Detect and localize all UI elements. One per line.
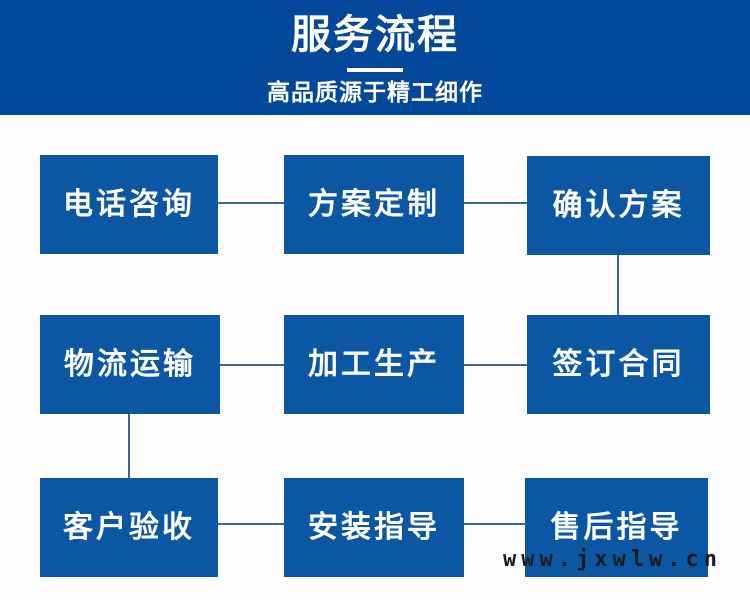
flow-step-customer-acceptance: 客户验收 xyxy=(40,478,218,577)
connector-phone-to-plan xyxy=(218,202,284,204)
watermark-url: www.jxwlw.cn xyxy=(503,547,722,572)
connector-logistics-to-acceptance xyxy=(128,414,130,478)
flow-step-contract-signing: 签订合同 xyxy=(527,315,710,414)
flow-step-processing-production: 加工生产 xyxy=(284,315,464,414)
flow-step-plan-confirmation: 确认方案 xyxy=(527,156,710,255)
connector-installation-to-aftersales xyxy=(464,523,527,525)
title-divider xyxy=(347,67,403,72)
connector-plan-to-confirmation xyxy=(464,202,527,204)
connector-confirmation-to-contract xyxy=(617,255,619,315)
flow-step-after-sales-guidance: 售后指导 xyxy=(525,478,708,577)
connector-acceptance-to-installation xyxy=(218,523,284,525)
header-banner: 服务流程 高品质源于精工细作 xyxy=(0,0,750,115)
flow-step-phone-consultation: 电话咨询 xyxy=(40,155,218,254)
page-title: 服务流程 xyxy=(291,11,459,58)
flow-step-plan-customization: 方案定制 xyxy=(284,155,464,254)
connector-contract-to-production xyxy=(464,364,527,366)
page-subtitle: 高品质源于精工细作 xyxy=(267,79,483,106)
flow-step-installation-guidance: 安装指导 xyxy=(284,478,464,577)
flow-step-logistics-transport: 物流运输 xyxy=(40,315,220,414)
connector-production-to-logistics xyxy=(220,364,284,366)
